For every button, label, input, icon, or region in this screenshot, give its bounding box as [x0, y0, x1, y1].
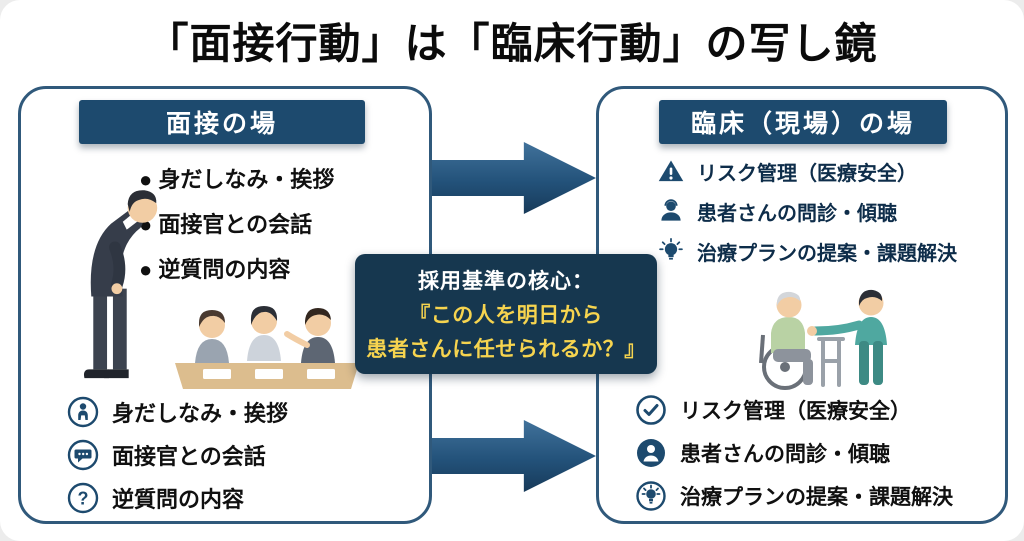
checklist-item: リスク管理（医療安全）	[635, 392, 953, 427]
checklist-item: 身だしなみ・挨拶	[67, 394, 288, 429]
clinical-item-list: リスク管理（医療安全） 患者さんの問診・傾聴 治療プランの提案・課題解決	[657, 155, 957, 267]
lightbulb-circle-icon	[635, 480, 667, 512]
lightbulb-icon	[657, 237, 685, 265]
person-icon	[67, 396, 99, 428]
right-arrow-top	[432, 142, 596, 214]
checklist-label: リスク管理（医療安全）	[680, 399, 911, 423]
checklist-item: ? 逆質問の内容	[67, 480, 288, 515]
clinical-item: 治療プランの提案・課題解決	[657, 235, 957, 267]
hiring-criteria-heading: 採用基準の核心：	[418, 270, 594, 293]
clinical-panel-header: 臨床（現場）の場	[659, 100, 947, 144]
checklist-label: 治療プランの提案・課題解決	[680, 485, 953, 509]
hiring-criteria-quote-line2: 患者さんに任せられるか？』	[366, 338, 646, 361]
checklist-label: 身だしなみ・挨拶	[112, 400, 289, 426]
interview-bullet-list: ● 身だしなみ・挨拶 ● 面接官との会話 ● 逆質問の内容	[139, 155, 334, 290]
head-icon	[635, 437, 667, 469]
checklist-item: 面接官との会話	[67, 437, 288, 472]
checklist-label: 逆質問の内容	[112, 486, 245, 512]
hiring-criteria-box: 採用基準の核心： 『この人を明日から 患者さんに任せられるか？』	[355, 254, 657, 374]
speech-bubble-icon	[67, 439, 99, 471]
interview-panel-header: 面接の場	[79, 100, 365, 144]
clinical-checklist: リスク管理（医療安全） 患者さんの問診・傾聴 治療プランの提案・課題解決	[635, 392, 953, 513]
warning-icon	[657, 157, 685, 185]
bullet-item: ● 面接官との会話	[139, 211, 313, 237]
interview-checklist: 身だしなみ・挨拶 面接官との会話 ? 逆質問の内容	[67, 394, 288, 515]
clinical-item-label: 治療プランの提案・課題解決	[697, 242, 957, 265]
interview-panelists-illustration	[167, 285, 367, 391]
clinical-item-label: リスク管理（医療安全）	[697, 162, 917, 185]
check-badge-icon	[635, 394, 667, 426]
bowing-businessman-illustration	[59, 149, 161, 389]
patient-icon	[657, 197, 685, 225]
checklist-item: 患者さんの問診・傾聴	[635, 435, 953, 470]
bullet-item: ● 逆質問の内容	[139, 256, 291, 282]
page-title: 「面接行動」は「臨床行動」の写し鏡	[146, 20, 878, 67]
checklist-label: 患者さんの問診・傾聴	[680, 442, 890, 466]
clinical-item: 患者さんの問診・傾聴	[657, 195, 957, 227]
svg-text:?: ?	[78, 488, 89, 508]
clinical-panel: 臨床（現場）の場 リスク管理（医療安全） 患者さんの問診・傾聴 治療プランの提案…	[596, 86, 1008, 524]
clinical-item: リスク管理（医療安全）	[657, 155, 957, 187]
hiring-criteria-quote-line1: 『この人を明日から	[409, 304, 603, 327]
right-arrow-bottom	[432, 420, 596, 492]
checklist-label: 面接官との会話	[112, 443, 266, 469]
clinical-item-label: 患者さんの問診・傾聴	[697, 202, 897, 225]
checklist-item: 治療プランの提案・課題解決	[635, 478, 953, 513]
bullet-item: ● 身だしなみ・挨拶	[139, 166, 335, 192]
question-mark-icon: ?	[67, 482, 99, 514]
elder-care-illustration	[737, 275, 913, 393]
